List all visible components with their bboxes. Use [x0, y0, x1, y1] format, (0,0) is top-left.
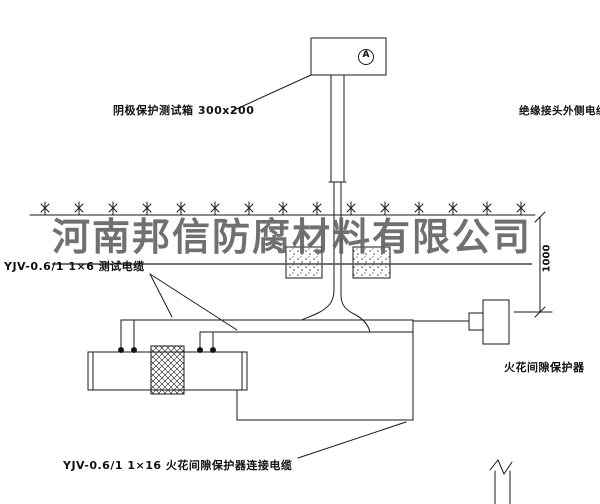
insulated-joint-cable-label: 绝缘接头外侧电缆 [519, 105, 600, 117]
weld-terminal [210, 347, 216, 353]
test-cable-label: YJV-0.6/1 1×6 测试电缆 [4, 260, 145, 273]
dimension-line [513, 211, 553, 318]
pipeline [87, 345, 248, 395]
test-box [310, 37, 387, 76]
dimension-value: 1000 [541, 244, 553, 273]
pipe-break-symbol [489, 459, 513, 504]
spark-gap-cable-run [236, 319, 414, 421]
spark-gap-cable-leader-line [297, 421, 407, 459]
spark-gap-protector [412, 299, 510, 345]
test-box-leader-line [231, 74, 312, 112]
company-watermark: 河南邦信防腐材料有限公司 [52, 206, 533, 265]
weld-terminal [197, 347, 203, 353]
weld-terminal [131, 347, 137, 353]
test-cable-runs [120, 319, 414, 350]
test-box-label: 阴极保护测试箱 300x200 [113, 104, 255, 117]
buried-cables [301, 214, 371, 333]
conduit-riser [328, 74, 347, 216]
ammeter-letter: A [362, 50, 370, 60]
spark-gap-protector-label: 火花间隙保护器 [504, 361, 585, 374]
insulating-joint [150, 345, 185, 395]
spark-gap-cable-label: YJV-0.6/1 1×16 火花间隙保护器连接电缆 [63, 459, 293, 472]
ammeter-icon [358, 49, 374, 65]
foundation-blocks [285, 246, 391, 279]
weld-terminal [118, 347, 124, 353]
ground-line [29, 201, 536, 216]
test-cable-leader-lines [149, 273, 238, 331]
